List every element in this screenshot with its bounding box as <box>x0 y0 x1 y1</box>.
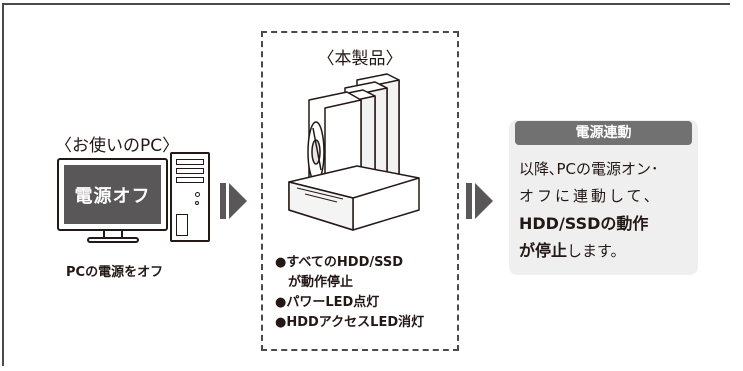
monitor-base-icon <box>87 237 139 243</box>
drive-bay <box>176 159 204 165</box>
list-item: が動作停止 <box>275 275 354 290</box>
pc-tower-icon <box>170 152 210 242</box>
card-line-bold: HDD/SSDの動作 <box>519 214 649 233</box>
right-arrow-icon <box>475 183 493 219</box>
monitor-icon: 電源オフ <box>57 158 168 231</box>
monitor-stand-icon <box>103 231 123 238</box>
card-line-bold: が停止 <box>519 241 568 260</box>
product-status-list: ●すべてのHDD/SSD が動作停止 ●パワーLED点灯 ●HDDアクセスLED… <box>275 253 475 333</box>
product-title: 〈本製品〉 <box>317 49 403 69</box>
right-arrow-icon <box>229 183 247 219</box>
monitor-screen: 電源オフ <box>64 165 161 224</box>
card-line: 以降､PCの電源オン･ <box>519 160 659 178</box>
pc-action-label: PCの電源をオフ <box>66 265 164 280</box>
power-off-screen-text: 電源オフ <box>74 185 151 207</box>
card-line: オフに連動して、 <box>519 187 662 205</box>
right-arrow-icon <box>220 183 226 219</box>
right-arrow-icon <box>466 183 472 219</box>
card-line-rest: します。 <box>567 242 626 260</box>
tower-panel <box>176 214 188 236</box>
power-button-icon <box>195 192 200 197</box>
list-item: ●すべてのHDD/SSD <box>275 255 404 270</box>
list-item: ●HDDアクセスLED消灯 <box>275 315 425 330</box>
list-item: ●パワーLED点灯 <box>275 295 380 310</box>
info-card <box>509 120 698 275</box>
pc-caption: 〈お使いのPC〉 <box>55 136 180 156</box>
drive-bay <box>176 168 204 174</box>
product-box <box>261 31 459 351</box>
card-header: 電源連動 <box>515 121 692 145</box>
card-body: 以降､PCの電源オン･ オフに連動して、 HDD/SSDの動作 が停止します。 <box>519 156 694 265</box>
diagram-frame <box>2 3 730 366</box>
drive-bay <box>176 177 204 183</box>
hdd-dock-icon <box>288 73 420 231</box>
card-line: が停止します。 <box>519 237 694 265</box>
led-icon <box>195 201 199 205</box>
